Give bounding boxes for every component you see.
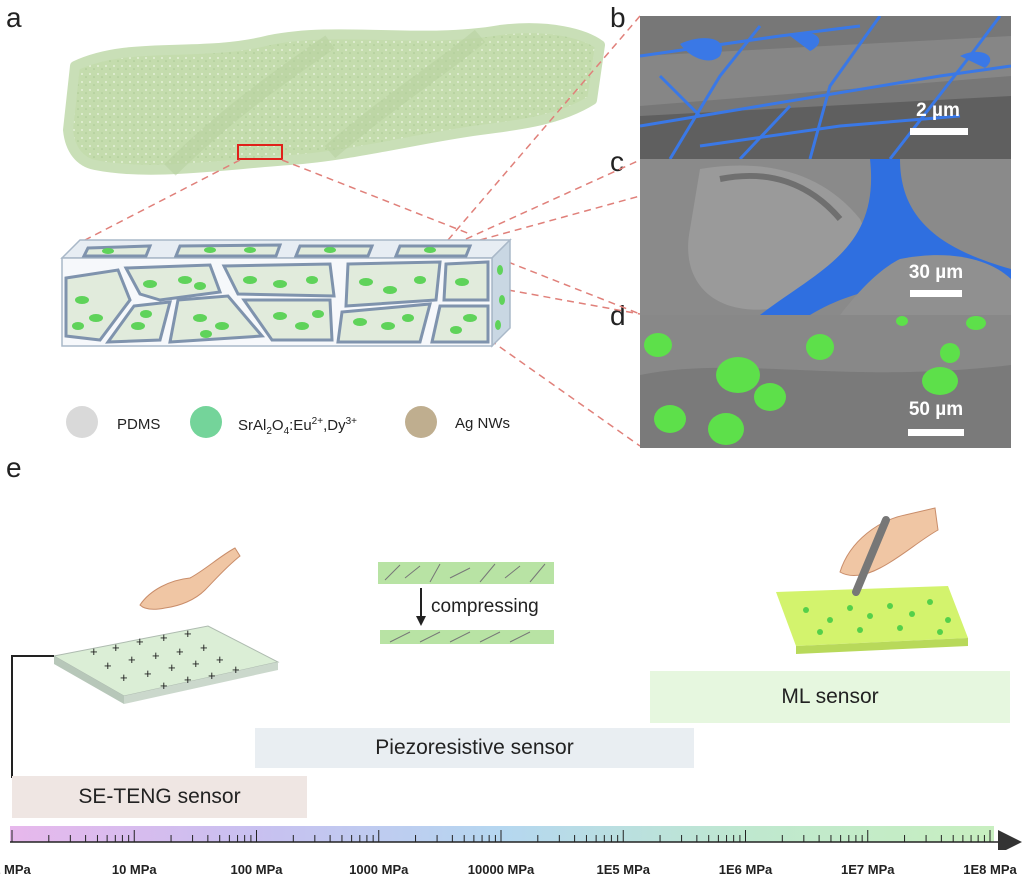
legend-agnws-label: Ag NWs	[455, 415, 511, 432]
zoom-box	[237, 144, 283, 160]
svg-text:+: +	[136, 634, 144, 649]
svg-text:+: +	[120, 670, 128, 685]
legend-sral-swatch	[190, 406, 222, 438]
piezo-sensor-band: Piezoresistive sensor	[255, 728, 694, 768]
legend-sral-label: SrAl2O4:Eu2+,Dy3+	[238, 416, 357, 437]
legend-agnws-swatch	[405, 406, 437, 438]
svg-text:+: +	[144, 666, 152, 681]
svg-text:+: +	[176, 644, 184, 659]
legend-pdms-label: PDMS	[117, 416, 161, 433]
svg-text:+: +	[160, 630, 168, 645]
scale-label-c: 30 µm	[908, 262, 964, 283]
scale-label-b: 2 µm	[916, 100, 960, 121]
svg-text:+: +	[216, 652, 224, 667]
sem-image-b: 2 µm	[640, 16, 1011, 159]
strip-compressed	[380, 630, 554, 644]
scale-label-d: 50 µm	[908, 399, 964, 420]
pressure-axis	[10, 830, 1022, 850]
svg-text:+: +	[90, 644, 98, 659]
composite-schematic	[60, 15, 640, 447]
axis-tick-label: 1E5 MPa	[596, 862, 650, 877]
svg-text:+: +	[192, 656, 200, 671]
strip-uncompressed	[378, 562, 554, 584]
hand-illustration	[139, 547, 241, 610]
axis-tick-label: 10000 MPa	[467, 862, 535, 877]
pen	[852, 516, 890, 596]
axis-tick-label: 1E6 MPa	[718, 862, 773, 877]
composite-block	[60, 238, 512, 348]
scale-bar-b	[910, 128, 968, 135]
svg-text:+: +	[128, 652, 136, 667]
svg-text:+: +	[184, 626, 192, 641]
panel-label-e: e	[6, 452, 22, 483]
sem-image-c: 30 µm	[640, 159, 1011, 315]
svg-text:+: +	[160, 678, 168, 693]
legend-pdms-swatch	[66, 406, 98, 438]
svg-text:+: +	[200, 640, 208, 655]
axis-tick-label: 1E8 MPa	[963, 862, 1017, 877]
axis-tick-label: 1 MPa	[0, 862, 31, 877]
compress-label: compressing	[431, 596, 539, 617]
seteng-sensor-band: SE-TENG sensor	[12, 776, 307, 818]
ml-sensor-band: ML sensor	[650, 671, 1010, 723]
axis-tick-label: 1E7 MPa	[841, 862, 895, 877]
sensor-illustrations: +++++ +++++ +++++ ++++	[11, 507, 968, 778]
axis-tick-label: 1000 MPa	[349, 862, 409, 877]
svg-text:+: +	[152, 648, 160, 663]
svg-text:+: +	[168, 660, 176, 675]
piezo-sensor-label: Piezoresistive sensor	[375, 736, 574, 759]
svg-text:+: +	[112, 640, 120, 655]
panel-label-b: b	[610, 2, 626, 33]
scale-bar-d	[908, 429, 964, 436]
axis-tick-label: 10 MPa	[111, 862, 157, 877]
panel-label-a: a	[6, 2, 22, 33]
sem-image-d: 50 µm	[640, 315, 1011, 448]
svg-text:+: +	[104, 658, 112, 673]
ml-sensor-label: ML sensor	[781, 685, 879, 708]
svg-text:+: +	[184, 672, 192, 687]
axis-tick-label: 100 MPa	[230, 862, 283, 877]
panel-label-d: d	[610, 300, 626, 331]
svg-text:+: +	[208, 668, 216, 683]
scale-bar-c	[910, 290, 962, 297]
svg-text:+: +	[232, 662, 240, 677]
seteng-sensor-label: SE-TENG sensor	[78, 785, 241, 808]
